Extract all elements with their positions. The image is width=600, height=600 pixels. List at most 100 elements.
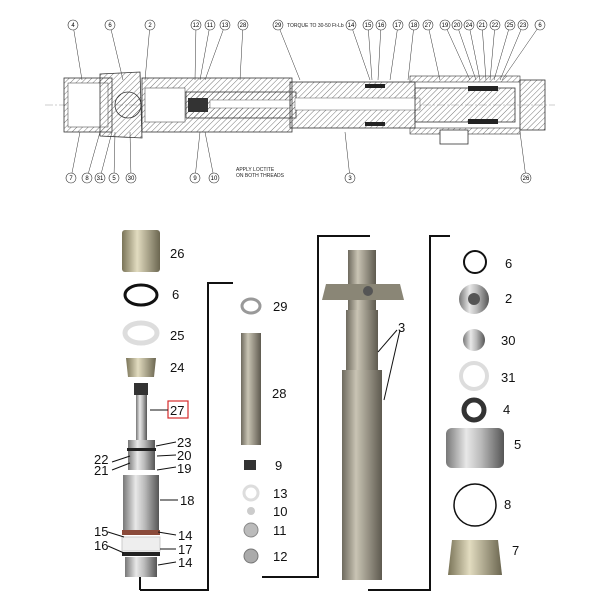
callout-circle bbox=[439, 19, 451, 31]
callout-top: 2 bbox=[148, 23, 152, 29]
part-31 bbox=[459, 361, 489, 391]
label-14b: 14 bbox=[178, 555, 192, 570]
part-10 bbox=[247, 507, 255, 515]
callout-leader bbox=[72, 24, 83, 81]
column3-parts bbox=[322, 250, 404, 580]
loctite-note-line2: ON BOTH THREADS bbox=[236, 173, 285, 179]
label-10: 10 bbox=[273, 504, 287, 519]
callout-leader bbox=[489, 24, 496, 81]
callout-leader bbox=[499, 24, 524, 81]
callout-circle bbox=[190, 19, 202, 31]
label-9: 9 bbox=[275, 458, 282, 473]
callout-circle bbox=[504, 19, 516, 31]
callout-circle bbox=[392, 19, 404, 31]
callout-top: 11 bbox=[207, 23, 214, 29]
callout-circle bbox=[344, 172, 356, 184]
group-brackets bbox=[140, 235, 450, 591]
callout-circle bbox=[517, 19, 529, 31]
callout-top: 4 bbox=[71, 23, 75, 29]
column4-parts bbox=[446, 250, 504, 575]
callout-leader bbox=[350, 24, 371, 81]
callout-leader bbox=[204, 131, 215, 179]
part-24 bbox=[126, 358, 156, 377]
label-26: 26 bbox=[170, 246, 184, 261]
callout-top: 25 bbox=[507, 23, 514, 29]
callout-circle bbox=[362, 19, 374, 31]
callout-top: 29 bbox=[275, 23, 282, 29]
callout-bottom: 7 bbox=[69, 176, 73, 182]
callout-leader bbox=[444, 24, 471, 81]
label-12: 12 bbox=[273, 549, 287, 564]
callout-leader bbox=[70, 131, 81, 179]
callout-leader bbox=[194, 24, 197, 81]
callout-top: 21 bbox=[479, 23, 486, 29]
label-25: 25 bbox=[170, 328, 184, 343]
callout-bottom: 30 bbox=[128, 176, 135, 182]
callout-top: 15 bbox=[365, 23, 372, 29]
part-6-ring bbox=[463, 250, 487, 274]
callout-bottom: 9 bbox=[193, 176, 197, 182]
callout-leader bbox=[427, 24, 441, 81]
callout-top: 22 bbox=[492, 23, 499, 29]
callout-top: 6 bbox=[538, 23, 542, 29]
section-part-27 bbox=[414, 87, 516, 123]
callout-leader bbox=[113, 131, 116, 179]
callout-top: 18 bbox=[411, 23, 418, 29]
label-28: 28 bbox=[272, 386, 286, 401]
callout-leader bbox=[389, 24, 399, 81]
callout-top: 27 bbox=[425, 23, 432, 29]
part-18 bbox=[123, 475, 159, 530]
label-29: 29 bbox=[273, 299, 287, 314]
callout-circle bbox=[144, 19, 156, 31]
callout-top: 19 bbox=[442, 23, 449, 29]
part-9 bbox=[244, 460, 256, 470]
label-3: 3 bbox=[398, 320, 405, 335]
part-27-rod bbox=[136, 395, 147, 440]
callout-bottom: 10 bbox=[211, 176, 218, 182]
label-17: 17 bbox=[178, 542, 192, 557]
callout-top: 6 bbox=[108, 23, 112, 29]
callout-circle bbox=[65, 172, 77, 184]
part-3-top bbox=[348, 250, 376, 310]
part-27-nut bbox=[134, 383, 148, 395]
callout-circle bbox=[104, 19, 116, 31]
label-13: 13 bbox=[273, 486, 287, 501]
callout-leader bbox=[344, 131, 351, 179]
callout-leader bbox=[456, 24, 477, 81]
label-8: 8 bbox=[504, 497, 511, 512]
callout-top: 20 bbox=[454, 23, 461, 29]
label-27: 27 bbox=[170, 403, 184, 418]
callout-circle bbox=[463, 19, 475, 31]
callout-leader bbox=[109, 24, 124, 81]
callout-leader bbox=[144, 24, 151, 81]
label-4: 4 bbox=[503, 402, 510, 417]
callout-circle bbox=[237, 19, 249, 31]
callout-circle bbox=[81, 172, 93, 184]
torque-note: TORQUE TO 30-50 Ft-Lb bbox=[287, 23, 344, 29]
callout-bottom: 8 bbox=[85, 176, 89, 182]
callout-leader bbox=[519, 131, 527, 179]
callout-circle bbox=[204, 19, 216, 31]
callout-leader bbox=[99, 131, 113, 179]
callout-circle bbox=[476, 19, 488, 31]
callout-circle bbox=[534, 19, 546, 31]
callout-circle bbox=[520, 172, 532, 184]
part-25-ring bbox=[122, 320, 160, 346]
callout-circle bbox=[489, 19, 501, 31]
callout-top: 24 bbox=[466, 23, 473, 29]
label-21: 21 bbox=[94, 463, 108, 478]
callout-top: 17 bbox=[395, 23, 402, 29]
callout-top: 14 bbox=[348, 23, 355, 29]
callout-circle bbox=[67, 19, 79, 31]
section-seals bbox=[365, 84, 498, 126]
callout-circle bbox=[94, 172, 106, 184]
label-6b: 6 bbox=[505, 256, 512, 271]
part-3-body bbox=[342, 370, 382, 580]
callout-leader bbox=[86, 131, 101, 179]
callout-top: 13 bbox=[222, 23, 229, 29]
callout-leader bbox=[493, 24, 511, 81]
callout-leader bbox=[407, 24, 415, 81]
callout-leader bbox=[129, 131, 132, 179]
